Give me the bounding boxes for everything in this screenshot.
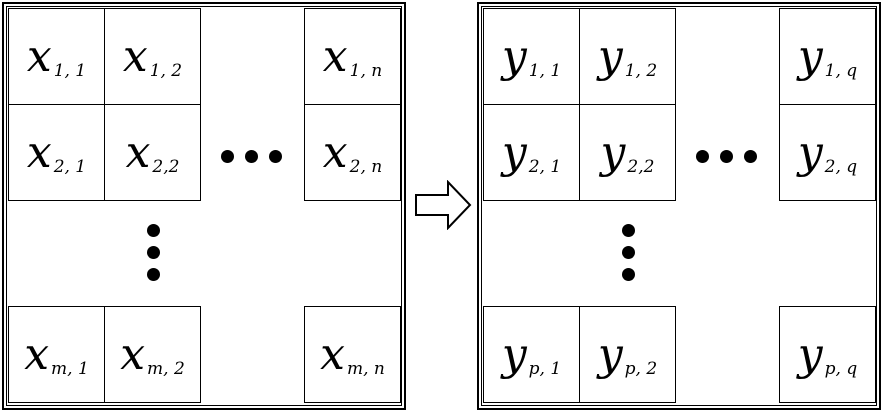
dot: [269, 150, 282, 163]
right-arrow-icon: [415, 180, 472, 230]
dot: [622, 224, 635, 237]
dot: [245, 150, 258, 163]
right-horizontal-ellipsis: [696, 150, 762, 164]
dot: [221, 150, 234, 163]
dot: [720, 150, 733, 163]
dot: [147, 246, 160, 259]
left-vertical-ellipsis: [147, 224, 161, 288]
dot: [622, 246, 635, 259]
dot: [696, 150, 709, 163]
left-horizontal-ellipsis: [221, 150, 287, 164]
dot: [147, 268, 160, 281]
right-vertical-ellipsis: [622, 224, 636, 288]
dot: [622, 268, 635, 281]
dot: [147, 224, 160, 237]
dot: [744, 150, 757, 163]
